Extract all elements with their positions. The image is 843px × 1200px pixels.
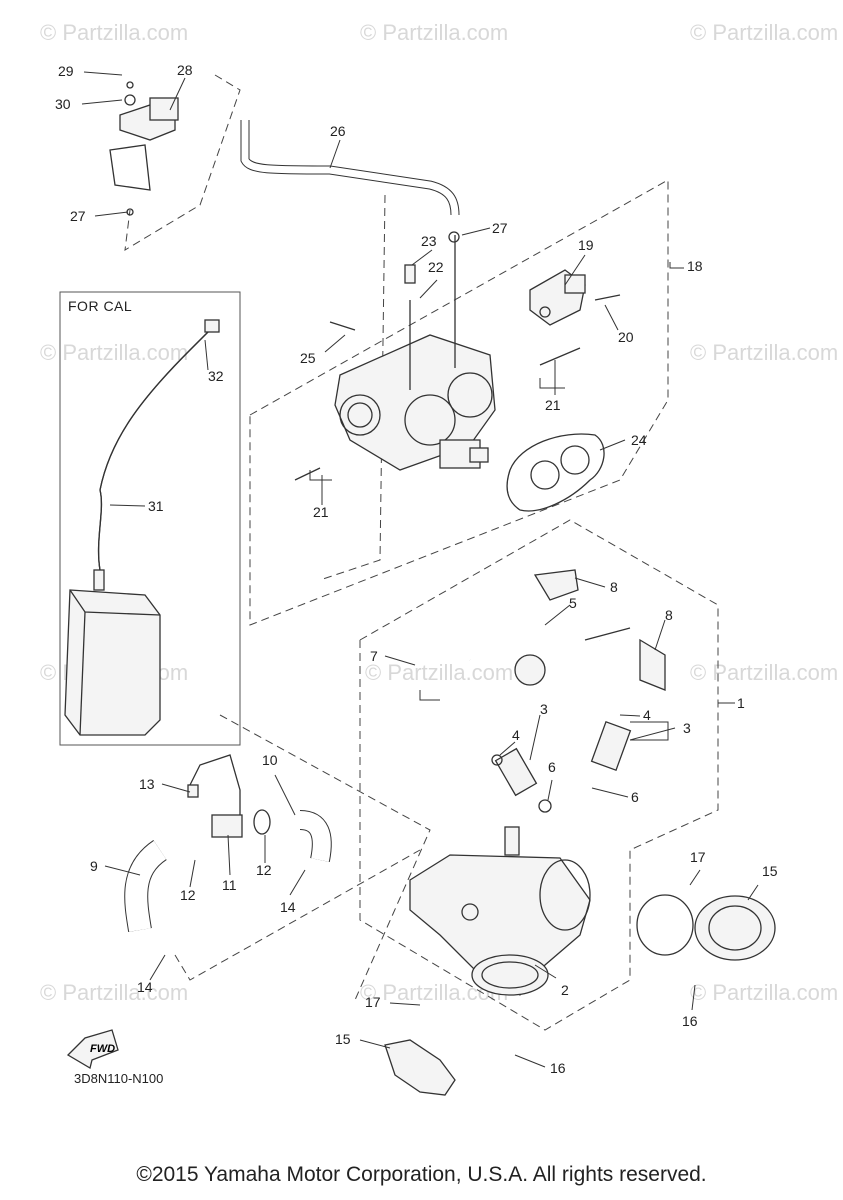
callout-3: 3 xyxy=(540,701,548,717)
callout-31: 31 xyxy=(148,498,164,514)
callout-1: 1 xyxy=(737,695,745,711)
leader-lines xyxy=(81,71,759,1068)
watermark: © Partzilla.com xyxy=(690,660,838,685)
callout-10: 10 xyxy=(262,752,278,768)
callout-9: 9 xyxy=(90,858,98,874)
callout-4: 4 xyxy=(512,727,520,743)
hose-routing-line xyxy=(174,849,421,981)
callout-32: 32 xyxy=(208,368,224,384)
callout-25: 25 xyxy=(300,350,316,366)
screws xyxy=(294,231,621,481)
watermark: © Partzilla.com xyxy=(40,340,188,365)
callout-19: 19 xyxy=(578,237,594,253)
callout-29: 29 xyxy=(58,63,74,79)
callout-8: 8 xyxy=(665,607,673,623)
throttle-body-assembly-outline xyxy=(249,179,669,626)
hose-routing-line xyxy=(219,714,431,1001)
intake-manifold xyxy=(409,826,591,996)
hose-routing-line xyxy=(319,194,386,581)
throttle-position-sensor xyxy=(529,269,586,326)
callout-18: 18 xyxy=(687,258,703,274)
cal-box xyxy=(59,291,241,746)
assembly-outlines xyxy=(124,74,719,1031)
callout-17: 17 xyxy=(690,849,706,865)
cal-hose xyxy=(97,329,211,571)
callout-24: 24 xyxy=(631,432,647,448)
callout-6: 6 xyxy=(631,789,639,805)
hose-routing-line xyxy=(124,74,241,251)
callout-5: 5 xyxy=(569,595,577,611)
callout-2: 2 xyxy=(561,982,569,998)
watermarks: © Partzilla.com © Partzilla.com © Partzi… xyxy=(40,20,838,1005)
cal-box-label: FOR CAL xyxy=(68,298,133,314)
callout-17: 17 xyxy=(365,994,381,1010)
watermark: © Partzilla.com xyxy=(365,660,513,685)
canister xyxy=(64,569,161,736)
callout-12: 12 xyxy=(180,887,196,903)
watermark: © Partzilla.com xyxy=(40,20,188,45)
pressure-sensor xyxy=(109,81,179,216)
fuel-injection-assembly-outline xyxy=(359,519,719,1031)
throttle-body xyxy=(334,334,496,471)
callout-14: 14 xyxy=(137,979,153,995)
callout-14: 14 xyxy=(280,899,296,915)
callout-20: 20 xyxy=(618,329,634,345)
callout-12: 12 xyxy=(256,862,272,878)
callout-11: 11 xyxy=(222,877,237,893)
callout-28: 28 xyxy=(177,62,193,78)
callouts: 29 28 30 27 26 27 23 22 19 18 20 25 21 2… xyxy=(55,62,778,1076)
callout-8: 8 xyxy=(610,579,618,595)
watermark: © Partzilla.com xyxy=(40,980,188,1005)
watermark: © Partzilla.com xyxy=(690,340,838,365)
fwd-label: FWD xyxy=(90,1043,115,1055)
callout-16: 16 xyxy=(550,1060,566,1076)
callout-26: 26 xyxy=(330,123,346,139)
fwd-arrow: FWD xyxy=(66,1029,119,1070)
diagram-code: 3D8N110-N100 xyxy=(74,1071,164,1086)
watermark: © Partzilla.com xyxy=(360,20,508,45)
thermo-sensor xyxy=(187,754,271,838)
callout-3: 3 xyxy=(683,720,691,736)
callout-4: 4 xyxy=(643,707,651,723)
callout-15: 15 xyxy=(762,863,778,879)
callout-27: 27 xyxy=(492,220,508,236)
callout-22: 22 xyxy=(428,259,444,275)
callout-6: 6 xyxy=(548,759,556,775)
fuel-injectors xyxy=(491,720,632,813)
watermark: © Partzilla.com xyxy=(690,20,838,45)
group-brackets xyxy=(309,262,684,741)
callout-27: 27 xyxy=(70,208,86,224)
callout-7: 7 xyxy=(370,648,378,664)
fuel-rail xyxy=(431,569,666,691)
callout-13: 13 xyxy=(139,776,155,792)
copyright-notice: ©2015 Yamaha Motor Corporation, U.S.A. A… xyxy=(136,1163,707,1186)
callout-23: 23 xyxy=(421,233,437,249)
callout-21: 21 xyxy=(545,397,561,413)
callout-15: 15 xyxy=(335,1031,351,1047)
clamp xyxy=(204,319,220,333)
joints xyxy=(384,894,776,1096)
gasket xyxy=(506,433,605,512)
callout-21: 21 xyxy=(313,504,329,520)
callout-30: 30 xyxy=(55,96,71,112)
callout-16: 16 xyxy=(682,1013,698,1029)
watermark: © Partzilla.com xyxy=(690,980,838,1005)
